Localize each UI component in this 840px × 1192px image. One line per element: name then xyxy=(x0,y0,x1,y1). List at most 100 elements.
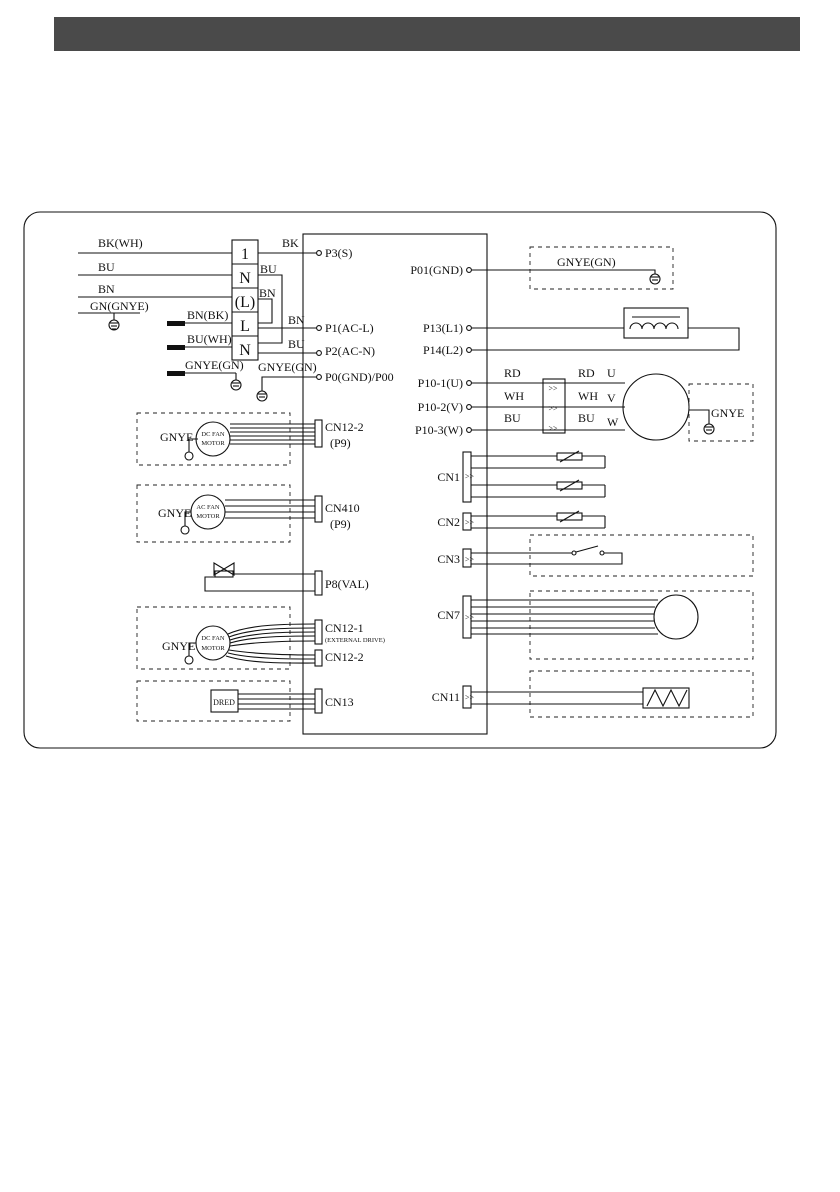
connector-cn13 xyxy=(314,688,323,714)
ground-icon-5 xyxy=(703,423,715,435)
wire-label-gn-gnye: GN(GNYE) xyxy=(90,299,149,313)
terminal-jumpers: BK BU BN BN BU GNYE(GN) xyxy=(256,236,318,402)
terminal-label-n: N xyxy=(239,270,251,287)
wire-label-gnye-gn: GNYE(GN) xyxy=(185,358,244,372)
svg-text:AC FAN: AC FAN xyxy=(196,504,219,511)
cn3-switch: >> CN3 xyxy=(437,534,754,577)
svg-text:>>: >> xyxy=(465,472,475,481)
connector-cn12-2-b xyxy=(314,649,323,667)
terminal-label-l: L xyxy=(240,318,250,335)
svg-text:>>: >> xyxy=(465,613,475,622)
terminal-p10-1: P10-1(U) xyxy=(418,376,463,390)
cn2-sensor: >> CN2 xyxy=(437,510,606,531)
svg-text:MOTOR: MOTOR xyxy=(201,440,225,447)
jumper-label-bu2: BU xyxy=(288,337,305,351)
dred-module: DRED xyxy=(136,680,315,722)
terminal-p3: P3(S) xyxy=(325,246,352,260)
cn7-motor: >> CN7 xyxy=(437,590,754,660)
terminal-p2: P2(AC-N) xyxy=(325,344,375,358)
control-board xyxy=(302,233,488,735)
jumper-label-bu1: BU xyxy=(260,262,277,276)
svg-text:DC FAN: DC FAN xyxy=(201,431,224,438)
board-left-terminals: P3(S) P1(AC-L) P2(AC-N) P0(GND)/P00 xyxy=(316,246,394,384)
svg-text:GNYE: GNYE xyxy=(160,430,193,444)
svg-text:WH: WH xyxy=(578,389,598,403)
wire-label-bn-bk: BN(BK) xyxy=(187,308,228,322)
svg-text:GNYE(GN): GNYE(GN) xyxy=(557,255,616,269)
terminal-p10-2: P10-2(V) xyxy=(418,400,463,414)
terminal-p0: P0(GND)/P00 xyxy=(325,370,394,384)
cable-end-gnye-gn xyxy=(167,371,185,376)
svg-text:U: U xyxy=(607,366,616,380)
cn1-sensors: >> CN1 xyxy=(437,450,606,503)
terminal-label-l-paren: (L) xyxy=(235,294,255,311)
svg-text:CN7: CN7 xyxy=(437,608,460,622)
svg-text:>>: >> xyxy=(465,693,475,702)
svg-text:>>: >> xyxy=(465,555,475,564)
ground-icon-4 xyxy=(649,273,661,285)
svg-text:DRED: DRED xyxy=(213,698,235,707)
svg-text:>>: >> xyxy=(548,384,558,393)
label-p9-b: (P9) xyxy=(330,517,351,531)
section-header-bar xyxy=(54,17,800,51)
terminal-p14: P14(L2) xyxy=(423,343,463,357)
cable-end-bn-bk xyxy=(167,321,185,326)
ground-icon-2 xyxy=(230,379,242,391)
svg-text:DC FAN: DC FAN xyxy=(201,635,224,642)
label-cn12-1: CN12-1 xyxy=(325,621,364,635)
label-cn410: CN410 xyxy=(325,501,360,515)
label-p8: P8(VAL) xyxy=(325,577,369,591)
jumper-label-gnye-gn: GNYE(GN) xyxy=(258,360,317,374)
svg-text:CN11: CN11 xyxy=(432,690,460,704)
svg-text:CN2: CN2 xyxy=(437,515,460,529)
svg-text:V: V xyxy=(607,391,616,405)
svg-text:GNYE: GNYE xyxy=(162,639,195,653)
label-p9-a: (P9) xyxy=(330,436,351,450)
connector-cn12-1 xyxy=(314,619,323,645)
svg-text:>>: >> xyxy=(465,518,475,527)
connector-cn410 xyxy=(314,495,323,523)
svg-text:W: W xyxy=(607,415,619,429)
compressor-motor: >> >> >> RD WH BU RD WH BU U V W GNYE xyxy=(471,366,754,442)
svg-text:CN1: CN1 xyxy=(437,470,460,484)
ground-icon-3 xyxy=(256,390,268,402)
svg-text:RD: RD xyxy=(504,366,521,380)
label-cn12-2: CN12-2 xyxy=(325,420,364,434)
svg-text:GNYE: GNYE xyxy=(711,406,744,420)
ground-group-p01: GNYE(GN) xyxy=(471,246,674,290)
dc-fan-motor-2: DC FAN MOTOR GNYE xyxy=(136,606,316,670)
wire-label-bn: BN xyxy=(98,282,115,296)
label-cn12-2-b: CN12-2 xyxy=(325,650,364,664)
svg-text:GNYE: GNYE xyxy=(158,506,191,520)
jumper-label-bn2: BN xyxy=(288,313,305,327)
label-cn13: CN13 xyxy=(325,695,354,709)
svg-text:>>: >> xyxy=(548,424,558,433)
svg-text:>>: >> xyxy=(548,404,558,413)
dc-fan-motor-1: DC FAN MOTOR GNYE xyxy=(136,412,315,466)
ac-fan-motor: AC FAN MOTOR GNYE xyxy=(136,484,315,543)
svg-text:MOTOR: MOTOR xyxy=(201,645,225,652)
terminal-p01: P01(GND) xyxy=(410,263,463,277)
valve-icon xyxy=(204,562,315,592)
svg-text:BU: BU xyxy=(578,411,595,425)
terminal-block: 1 N (L) L N xyxy=(231,239,259,361)
terminal-label-n2: N xyxy=(239,342,251,359)
diagram-frame xyxy=(23,211,777,749)
wire-label-bu-wh: BU(WH) xyxy=(187,332,232,346)
jumper-label-bk: BK xyxy=(282,236,299,250)
jumper-label-bn1: BN xyxy=(259,286,276,300)
reactor-coil xyxy=(471,307,740,351)
connector-p8 xyxy=(314,570,323,596)
cable-end-bu-wh xyxy=(167,345,185,350)
ground-icon xyxy=(108,313,120,331)
wire-label-bk-wh: BK(WH) xyxy=(98,236,143,250)
label-cn12-1-sub: (EXTERNAL DRIVE) xyxy=(325,637,385,644)
terminal-p13: P13(L1) xyxy=(423,321,463,335)
terminal-p10-3: P10-3(W) xyxy=(415,423,463,437)
svg-text:BU: BU xyxy=(504,411,521,425)
connector-cn12-2 xyxy=(314,419,323,448)
incoming-wires: BK(WH) BU BN GN(GNYE) BN(BK) BU(WH) GNYE… xyxy=(78,236,244,391)
board-right-terminals: P01(GND) P13(L1) P14(L2) P10-1(U) P10-2(… xyxy=(410,263,472,437)
svg-text:CN3: CN3 xyxy=(437,552,460,566)
